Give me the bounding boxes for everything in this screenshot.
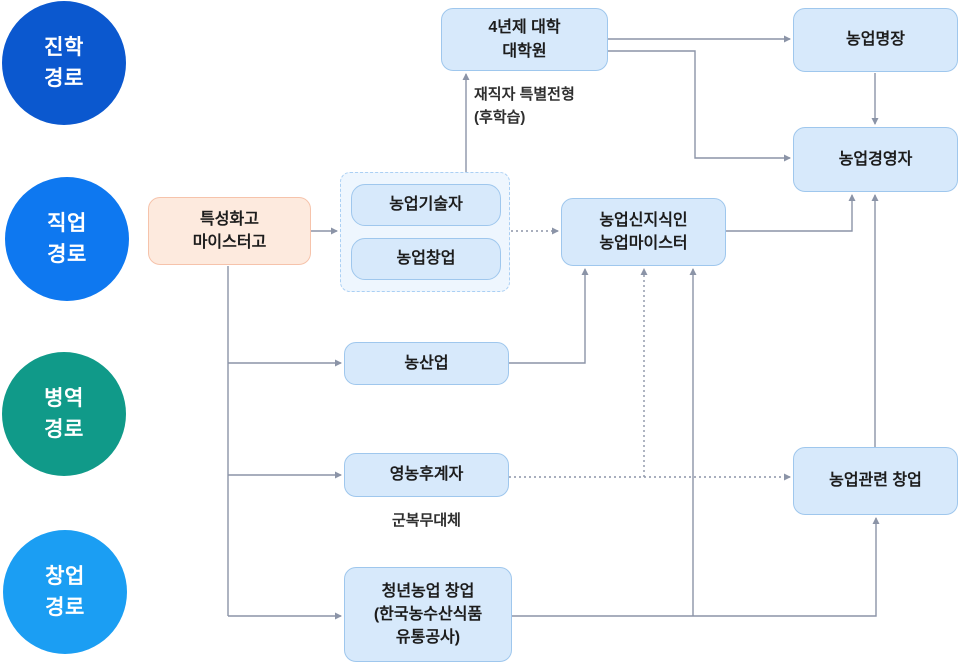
node-youth-startup: 청년농업 창업 (한국농수산식품 유통공사) bbox=[344, 567, 512, 662]
node-sinjisik: 농업신지식인 농업마이스터 bbox=[561, 198, 726, 266]
node-successor: 영농후계자 bbox=[344, 453, 509, 497]
node-label: 농산업 bbox=[404, 354, 449, 372]
note-line: 군복무대체 bbox=[391, 512, 461, 529]
node-label: 대학원 bbox=[502, 42, 547, 60]
node-label: 특성화고 bbox=[200, 210, 259, 228]
node-label: 농업창업 bbox=[396, 250, 456, 268]
node-label: 농업경영자 bbox=[838, 150, 913, 168]
node-myeongjang: 농업명장 bbox=[793, 8, 958, 72]
node-label: 마이스터고 bbox=[192, 234, 267, 251]
connector-university-to-manager bbox=[608, 50, 791, 162]
legend-circle-byeongyeok: 병역 경로 bbox=[2, 352, 126, 476]
node-startup: 농업창업 bbox=[351, 238, 501, 280]
node-label: 청년농업 창업 bbox=[381, 582, 475, 600]
legend-circle-label: 경로 bbox=[44, 418, 84, 441]
node-label: 영농후계자 bbox=[389, 466, 464, 484]
legend-circle-label: 경로 bbox=[47, 243, 87, 266]
legend-circle-label: 진학 bbox=[44, 35, 84, 59]
connector-sinjisik-to-manager bbox=[726, 194, 856, 232]
node-highschool: 특성화고 마이스터고 bbox=[148, 197, 311, 265]
note-special-admission: 재직자 특별전형 (후학습) bbox=[474, 83, 575, 130]
legend-circle-label: 병역 bbox=[44, 386, 84, 410]
node-related-startup: 농업관련 창업 bbox=[793, 447, 958, 515]
note-line: (후학습) bbox=[474, 109, 526, 127]
connector-youth-to-related-startup bbox=[512, 517, 880, 617]
node-agro: 농산업 bbox=[344, 342, 509, 385]
legend-circle-label: 직업 bbox=[47, 211, 87, 235]
connector-agro-to-sinjisik bbox=[509, 268, 589, 364]
legend-circle-label: 창업 bbox=[45, 564, 85, 588]
node-university: 4년제 대학 대학원 bbox=[441, 8, 608, 71]
node-label: 농업명장 bbox=[846, 31, 905, 49]
node-label: 농업신지식인 bbox=[599, 211, 688, 229]
legend-circle-changeop: 창업 경로 bbox=[3, 530, 127, 654]
legend-circle-jigeop: 직업 경로 bbox=[5, 177, 129, 301]
note-line: 재직자 특별전형 bbox=[474, 86, 575, 103]
node-technician: 농업기술자 bbox=[351, 184, 501, 226]
legend-circle-label: 경로 bbox=[44, 67, 84, 90]
node-label: 유통공사) bbox=[395, 629, 461, 647]
legend-circle-jinhak: 진학 경로 bbox=[2, 1, 126, 125]
legend-circle-label: 경로 bbox=[45, 596, 85, 619]
node-label: 4년제 대학 bbox=[488, 19, 561, 37]
note-military-service: 군복무대체 bbox=[344, 509, 509, 532]
node-label: 농업마이스터 bbox=[599, 235, 688, 252]
node-label: 농업관련 창업 bbox=[829, 472, 922, 490]
node-label: (한국농수산식품 bbox=[373, 605, 483, 623]
node-label: 농업기술자 bbox=[389, 196, 463, 214]
node-manager: 농업경영자 bbox=[793, 127, 958, 192]
